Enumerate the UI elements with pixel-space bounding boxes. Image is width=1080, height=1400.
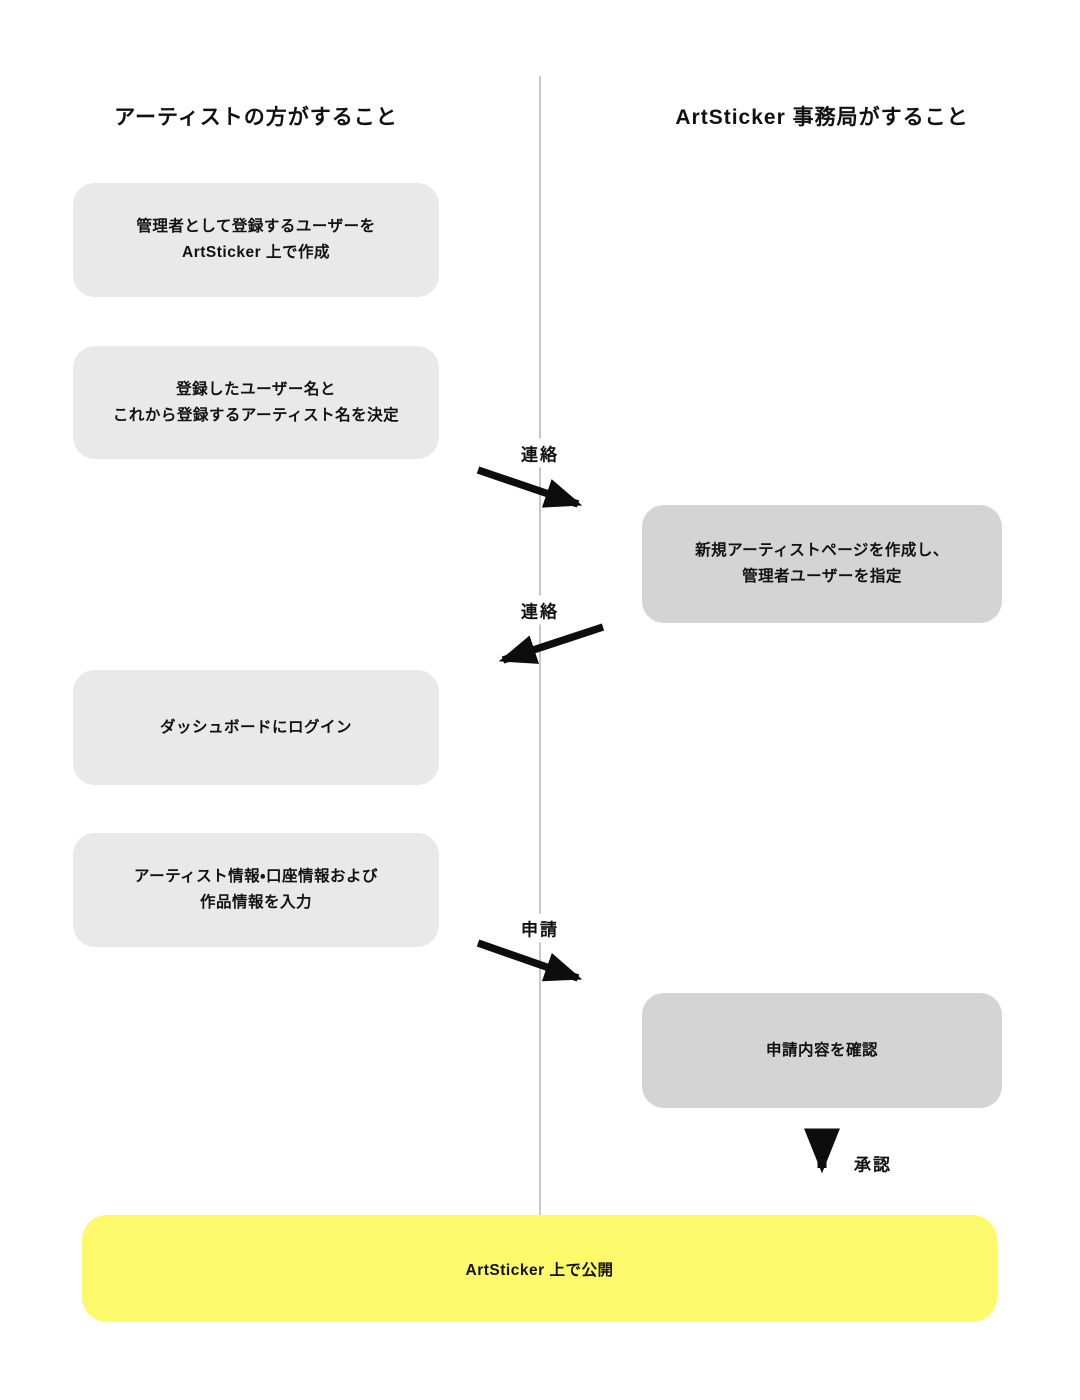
step-text-line: 申請内容を確認 [765, 1041, 878, 1059]
step-text-line: 登録したユーザー名と [176, 380, 336, 398]
step-text-line: 管理者ユーザーを指定 [742, 568, 902, 585]
step-decide-names: 登録したユーザー名と これから登録するアーティスト名を決定 [73, 346, 439, 459]
artist-column-heading: アーティストの方がすること [114, 106, 398, 129]
step-text-line: 管理者として登録するユーザーを [136, 218, 376, 235]
step-text-line: アーティスト情報・口座情報および [134, 868, 378, 885]
step-create-artist-page: 新規アーティストページを作成し、 管理者ユーザーを指定 [642, 505, 1002, 623]
arrow-contact-to-office [476, 466, 583, 508]
step-text-line: 作品情報を入力 [199, 894, 312, 911]
step-text-line: ArtSticker 上で作成 [182, 244, 330, 261]
step-text-line: 新規アーティストページを作成し、 [695, 542, 949, 559]
office-column-heading: ArtSticker 事務局がすること [675, 106, 969, 129]
arrow-label-contact-2: 連絡 [517, 595, 563, 625]
step-login-dashboard: ダッシュボードにログイン [73, 670, 439, 785]
step-text-line: これから登録するアーティスト名を決定 [112, 406, 400, 424]
arrow-label-approve: 承認 [850, 1148, 896, 1178]
step-review-application: 申請内容を確認 [642, 993, 1002, 1108]
step-create-admin-user: 管理者として登録するユーザーを ArtSticker 上で作成 [73, 183, 439, 297]
column-divider [539, 76, 541, 1215]
step-text-line: ArtSticker 上で公開 [465, 1261, 614, 1279]
step-enter-information: アーティスト情報・口座情報および 作品情報を入力 [73, 833, 439, 947]
arrow-apply-to-office [476, 939, 583, 982]
step-text-line: ダッシュボードにログイン [159, 718, 352, 736]
arrow-label-contact-1: 連絡 [517, 438, 563, 468]
arrow-label-apply: 申請 [517, 913, 563, 943]
arrow-contact-to-artist [498, 623, 605, 664]
step-published: ArtSticker 上で公開 [82, 1215, 997, 1322]
